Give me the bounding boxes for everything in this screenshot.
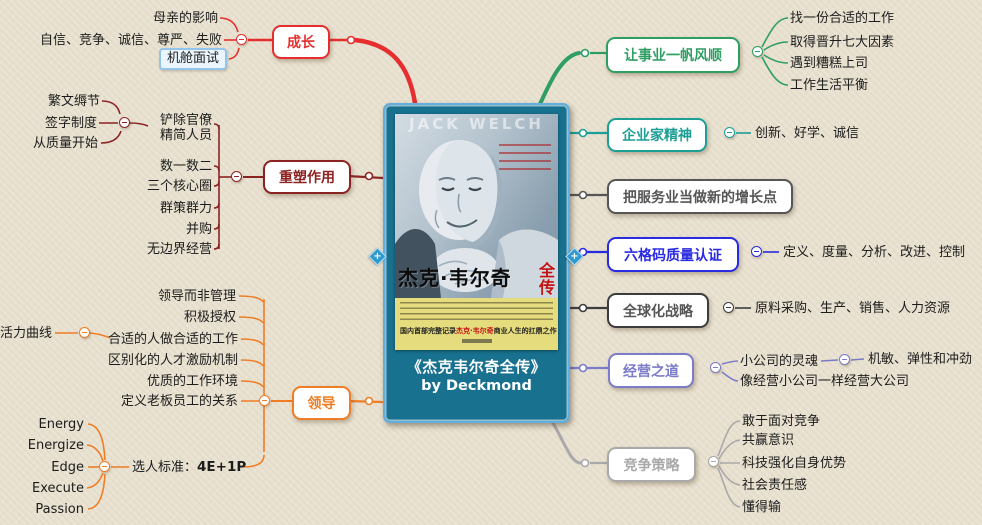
- topic-reshape[interactable]: 重塑作用: [263, 160, 351, 194]
- subtopic-passion[interactable]: Passion: [35, 502, 84, 517]
- collapse-button-soul[interactable]: [839, 354, 850, 365]
- subtopic-cabin-interview[interactable]: 机舱面试: [158, 48, 227, 70]
- topic-lead[interactable]: 领导: [292, 386, 351, 420]
- selection-criteria-prefix: 选人标准：: [132, 460, 198, 475]
- expand-plus-left: +: [373, 251, 382, 262]
- subtopic-know-how-to-lose[interactable]: 懂得输: [742, 500, 782, 515]
- subtopic-work-environment[interactable]: 优质的工作环境: [146, 374, 238, 389]
- subtopic-remove-bureaucracy[interactable]: 铲除官僚 精简人员: [160, 113, 212, 143]
- central-topic-book[interactable]: JACK WELCH: [383, 103, 570, 423]
- cover-watermark-text: JACK WELCH: [409, 115, 544, 133]
- topic-sixsigma[interactable]: 六格码质量认证: [607, 237, 739, 272]
- cover-title-suffix: 全传: [538, 261, 555, 297]
- subtopic-delegate[interactable]: 积极授权: [183, 310, 236, 325]
- portrait-illustration: [395, 140, 558, 298]
- banner-tagline-pre: 国内首部完整记录: [400, 327, 456, 335]
- subtopic-remove-bureaucracy-line2: 精简人员: [159, 128, 212, 143]
- subtopic-differentiation[interactable]: 区别化的人才激励机制: [107, 353, 238, 368]
- subtopic-growth-traits[interactable]: 自信、竞争、诚信、尊严、失败: [39, 33, 222, 48]
- banner-tagline: 国内首部完整记录杰克·韦尔奇商业人生的扛鼎之作: [400, 327, 557, 336]
- subtopic-edge[interactable]: Edge: [51, 460, 84, 475]
- subtopic-tech-advantage[interactable]: 科技强化自身优势: [742, 456, 847, 471]
- subtopic-boss-relation[interactable]: 定义老板员工的关系: [120, 394, 238, 409]
- subtopic-bad-boss[interactable]: 遇到糟糕上司: [790, 56, 869, 71]
- topic-management[interactable]: 经营之道: [608, 353, 694, 388]
- subtopic-entrepreneur-traits[interactable]: 创新、好学、诚信: [755, 126, 860, 141]
- subtopic-mergers[interactable]: 并购: [185, 222, 212, 237]
- subtopic-vitality-curve[interactable]: 活力曲线: [0, 326, 52, 341]
- subtopic-right-job[interactable]: 找一份合适的工作: [790, 11, 895, 26]
- banner-tagline-name: 杰克·韦尔奇: [456, 327, 494, 335]
- subtopic-run-big-like-small[interactable]: 像经营小公司一样经营大公司: [740, 374, 910, 389]
- collapse-button-lead[interactable]: [259, 395, 270, 406]
- collapse-button-bureaucracy[interactable]: [119, 117, 130, 128]
- collapse-button-4e1p[interactable]: [99, 461, 110, 472]
- subtopic-social-responsibility[interactable]: 社会责任感: [742, 478, 808, 493]
- cover-small-text-block: [499, 144, 551, 176]
- subtopic-energize[interactable]: Energize: [27, 438, 84, 453]
- subtopic-execute[interactable]: Execute: [32, 481, 84, 496]
- subtopic-small-company-soul[interactable]: 小公司的灵魂: [740, 354, 819, 369]
- collapse-button-reshape[interactable]: [231, 171, 242, 182]
- book-cover-photo: JACK WELCH: [395, 114, 558, 298]
- subtopic-workout[interactable]: 群策群力: [159, 201, 212, 216]
- subtopic-dmaic[interactable]: 定义、度量、分析、改进、控制: [783, 245, 966, 260]
- topic-globalization[interactable]: 全球化战略: [607, 293, 709, 328]
- subtopic-soul-traits[interactable]: 机敏、弹性和冲劲: [868, 352, 973, 367]
- selection-criteria-formula: 4E+1P: [197, 459, 247, 475]
- collapse-button-global[interactable]: [723, 302, 734, 313]
- subtopic-boundaryless[interactable]: 无边界经营: [146, 242, 212, 257]
- subtopic-three-core-circles[interactable]: 三个核心圈: [146, 179, 212, 194]
- collapse-button-career[interactable]: [752, 46, 763, 57]
- topic-growth[interactable]: 成长: [272, 25, 330, 59]
- subtopic-face-competition[interactable]: 敢于面对竞争: [742, 414, 821, 429]
- collapse-button-management[interactable]: [710, 362, 721, 373]
- subtopic-work-life-balance[interactable]: 工作生活平衡: [790, 78, 869, 93]
- collapse-button-growth[interactable]: [236, 34, 247, 45]
- publisher-mark: [461, 339, 492, 343]
- subtopic-right-people[interactable]: 合适的人做合适的工作: [107, 332, 238, 347]
- collapse-button-vitality[interactable]: [79, 327, 90, 338]
- subtopic-lead-not-manage[interactable]: 领导而非管理: [157, 289, 236, 304]
- subtopic-global-chain[interactable]: 原料采购、生产、销售、人力资源: [755, 301, 951, 316]
- collapse-button-sixsigma[interactable]: [751, 246, 762, 257]
- subtopic-red-tape[interactable]: 繁文缛节: [47, 94, 100, 109]
- subtopic-energy[interactable]: Energy: [38, 417, 84, 432]
- topic-career[interactable]: 让事业一帆风顺: [606, 37, 740, 73]
- subtopic-win-win[interactable]: 共赢意识: [742, 433, 795, 448]
- banner-fine-print: [400, 302, 553, 324]
- subtopic-promotion-factors[interactable]: 取得晋升七大因素: [790, 35, 895, 50]
- subtopic-remove-bureaucracy-line1: 铲除官僚: [159, 113, 212, 128]
- cover-banner: 国内首部完整记录杰克·韦尔奇商业人生的扛鼎之作: [395, 298, 558, 350]
- subtopic-mother-influence[interactable]: 母亲的影响: [152, 11, 218, 26]
- book-cover: JACK WELCH: [395, 114, 558, 350]
- subtopic-signature-system[interactable]: 签字制度: [44, 116, 97, 131]
- center-caption-author: by Deckmond: [421, 378, 532, 394]
- topic-entrepreneur[interactable]: 企业家精神: [607, 118, 707, 152]
- center-caption: 《杰克韦尔奇全传》 by Deckmond: [385, 357, 568, 396]
- center-caption-title: 《杰克韦尔奇全传》: [406, 358, 547, 376]
- collapse-button-competition[interactable]: [708, 456, 719, 467]
- topic-service-growth[interactable]: 把服务业当做新的增长点: [607, 179, 793, 214]
- cover-title-main: 杰克·韦尔奇: [398, 266, 512, 290]
- subtopic-selection-criteria[interactable]: 选人标准：4E+1P: [132, 459, 247, 476]
- subtopic-start-with-quality[interactable]: 从质量开始: [32, 136, 98, 151]
- banner-tagline-post: 商业人生的扛鼎之作: [493, 327, 557, 335]
- cover-title-row: 杰克·韦尔奇 全传: [398, 262, 556, 296]
- topic-competition[interactable]: 竞争策略: [607, 447, 696, 482]
- expand-plus-right: +: [570, 251, 579, 262]
- connectors-service: [570, 190, 607, 200]
- collapse-button-entrepreneur[interactable]: [724, 127, 735, 138]
- subtopic-number-one-two[interactable]: 数一数二: [159, 159, 212, 174]
